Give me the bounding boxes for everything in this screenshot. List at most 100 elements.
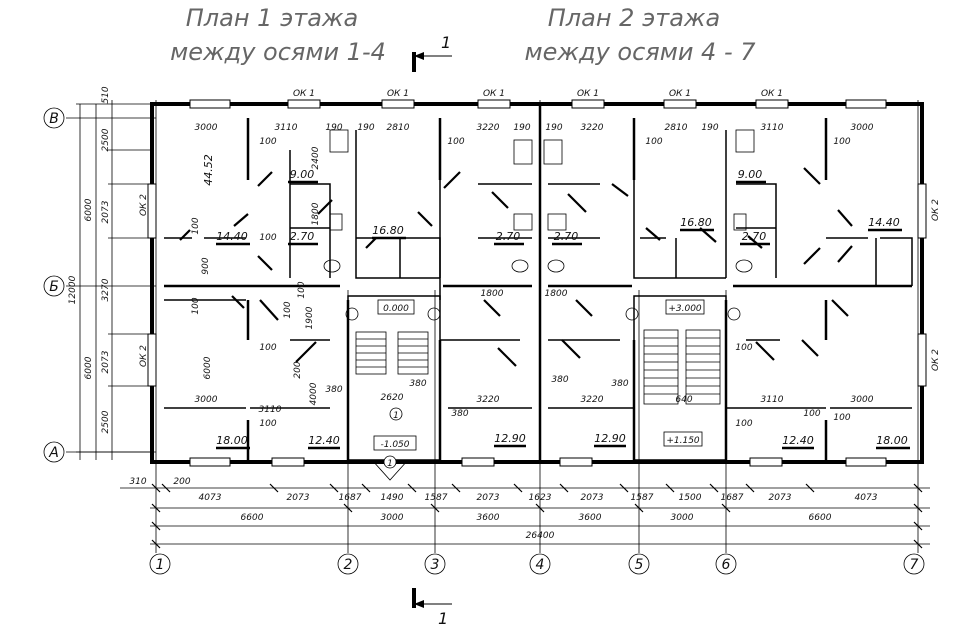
dim-label-total: 26400 [526,531,555,541]
room-area: 44.52 [202,154,215,186]
room-area: 2.70 [742,230,767,243]
interior-dimensions: 3000 3110 190 190 2810 3220 190 190 3220… [191,123,874,429]
room-area: 9.00 [738,168,763,181]
window-label: ОК 1 [293,89,315,99]
window-label-side: ОК 2 [931,349,941,371]
section-mark-bottom: 1 [412,588,452,628]
dim-label: 2500 [101,128,111,151]
dim-label: 4073 [855,493,878,503]
room-area: 18.00 [876,434,908,447]
dim-label: 2810 [665,123,688,133]
dim-label: 100 [447,137,464,147]
dim-label: 200 [173,477,190,487]
area-underlines [216,180,910,450]
stair-mark: 1 [387,459,393,469]
dim-label: 190 [701,123,718,133]
level-mark: -1.050 [380,440,409,450]
dim-label: 2620 [381,393,404,403]
dim-label: 1587 [631,493,654,503]
window-label: ОК 1 [761,89,783,99]
dim-label: 100 [803,409,820,419]
dim-label: 6000 [84,356,94,379]
dim-label: 100 [191,297,201,314]
plan1-title-line1: План 1 этажа [186,4,359,32]
dim-label: 3220 [581,395,604,405]
dim-label: 2073 [477,493,500,503]
window-label: ОК 1 [387,89,409,99]
dim-label: 3220 [581,123,604,133]
dim-label: 100 [259,343,276,353]
level-mark: 0.000 [383,304,409,314]
dim-label: 3000 [671,513,694,523]
axis-v-label: В [49,111,59,127]
dim-label: 1587 [425,493,448,503]
axis-3-label: 3 [431,557,440,573]
dim-label: 4000 [309,382,319,405]
room-area: 12.40 [782,434,814,447]
room-area: 16.80 [372,224,404,237]
dim-label: 3000 [195,395,218,405]
axis-markers-horizontal: В Б А [43,107,65,463]
axis-b-label: Б [49,279,59,295]
dim-label: 12000 [68,275,78,304]
door-swings [179,167,853,367]
left-dimension-labels: 6000 12000 6000 510 2500 2073 3270 2073 … [68,86,111,433]
plan2-title-line2: между осями 4 - 7 [524,38,756,66]
dim-label: 510 [101,86,111,103]
dim-label: 100 [259,233,276,243]
window-label-side: ОК 2 [139,345,149,367]
dim-label: 3220 [477,395,500,405]
dim-label: 900 [201,257,211,274]
dim-label: 3000 [381,513,404,523]
room-area: 12.90 [594,432,626,445]
window-labels-top: ОК 1 ОК 1 ОК 1 ОК 1 ОК 1 ОК 1 [293,89,783,99]
dim-label: 1900 [305,306,315,329]
dim-label: 1800 [311,202,321,225]
left-dimension-lines [76,100,150,460]
axis-2-label: 2 [344,557,353,573]
dim-label: 3000 [851,395,874,405]
dim-label: 3220 [477,123,500,133]
dim-label: 380 [611,379,628,389]
dim-label: 6600 [241,513,264,523]
dim-label: 3000 [195,123,218,133]
dim-label: 1490 [381,493,404,503]
dim-label: 310 [129,477,146,487]
section-mark-label: 1 [441,33,451,52]
axis-gridlines [66,100,919,553]
plumbing-fixtures [323,129,755,321]
dim-label: 1800 [545,289,568,299]
dim-label: 100 [259,419,276,429]
room-area: 12.90 [494,432,526,445]
dim-label: 3000 [851,123,874,133]
dim-label: 2073 [101,200,111,223]
dim-label: 640 [675,395,692,405]
level-mark: +1.150 [666,436,700,446]
dim-label: 380 [451,409,468,419]
dim-label: 2073 [581,493,604,503]
dim-label: 190 [545,123,562,133]
dim-label: 2810 [387,123,410,133]
section-mark-label: 1 [438,609,448,628]
dim-label: 6600 [809,513,832,523]
dim-label: 3110 [761,395,784,405]
room-area: 2.70 [290,230,315,243]
dim-label: 380 [409,379,426,389]
axis-6-label: 6 [722,557,731,573]
room-areas: 44.52 14.40 9.00 2.70 16.80 2.70 2.70 16… [202,154,908,447]
dim-label: 3110 [259,405,282,415]
dim-label: 3110 [761,123,784,133]
dim-label: 1623 [529,493,552,503]
window-label-side: ОК 2 [139,194,149,216]
dim-label: 2073 [101,350,111,373]
axis-a-label: А [48,445,59,461]
room-area: 14.40 [868,216,900,229]
axis-7-label: 7 [910,557,919,573]
dim-label: 2073 [769,493,792,503]
room-area: 2.70 [554,230,579,243]
dim-label: 100 [735,419,752,429]
dim-label: 100 [833,137,850,147]
room-area: 12.40 [308,434,340,447]
